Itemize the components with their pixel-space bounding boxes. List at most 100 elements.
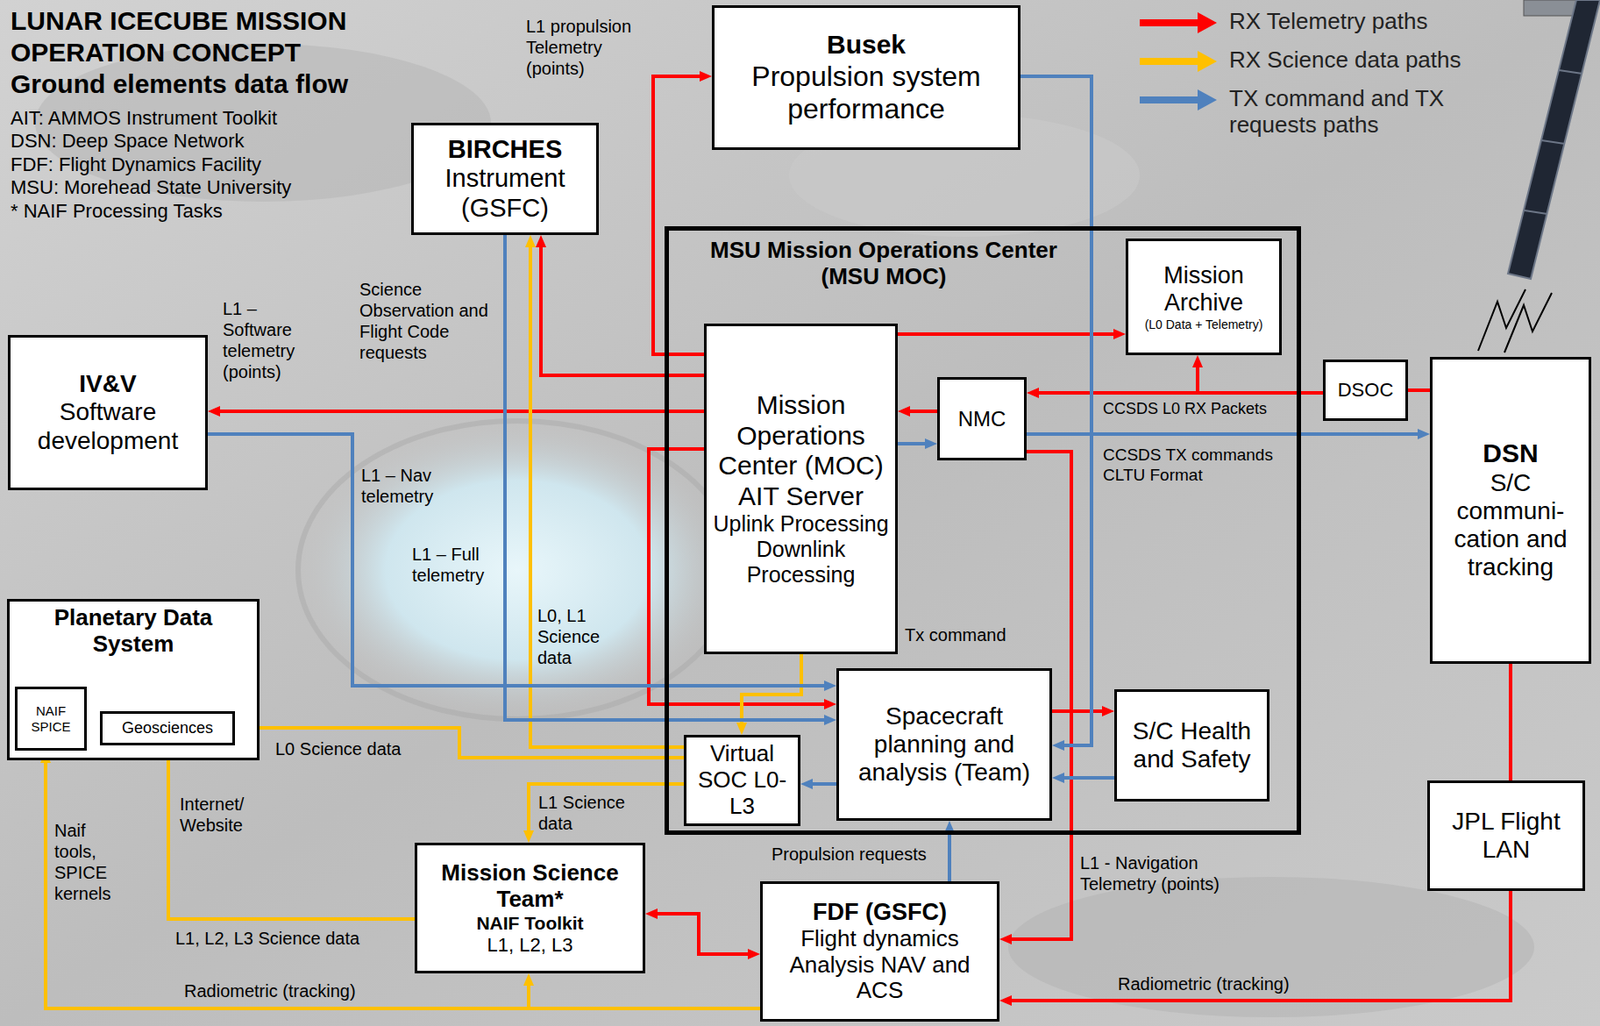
process-box: Mission Archive(L0 Data + Telemetry) xyxy=(1125,238,1282,356)
group-box: Planetary Data SystemNAIF SPICE Geoscienc… xyxy=(7,598,260,761)
command-path xyxy=(897,441,931,446)
node-title: MSU Mission Operations Center (MSU MOC) xyxy=(686,237,1081,291)
legend-row: TX command and TX requests paths xyxy=(1137,85,1493,139)
telemetry-path xyxy=(1197,362,1323,393)
connector-label: Radiometric (tracking) xyxy=(184,980,413,1002)
process-box: S/C Health and Safety xyxy=(1114,689,1270,802)
science-data-path xyxy=(168,752,415,919)
connector-label: Propulsion requests xyxy=(771,843,943,865)
telemetry-path xyxy=(1006,890,1511,1001)
connector-label: L0 Science data xyxy=(275,738,451,760)
science-data-path xyxy=(528,783,684,836)
node-text: Uplink Processing Downlink Processing xyxy=(711,511,890,587)
node-title: BIRCHES xyxy=(448,135,563,164)
science-data-path xyxy=(741,654,802,728)
crater xyxy=(1008,876,1535,1017)
process-box: BIRCHESInstrument (GSFC) xyxy=(411,122,599,235)
node-title: DSN xyxy=(1482,438,1538,470)
node-title: Mission Operations Center (MOC) xyxy=(711,390,890,482)
telemetry-path xyxy=(653,76,705,355)
node-text: Propulsion system performance xyxy=(719,60,1013,126)
diagram-subtitle: Ground elements data flow xyxy=(10,68,423,100)
legend-swatch xyxy=(1137,11,1219,35)
science-data-path xyxy=(530,241,684,747)
node-title: NMC xyxy=(958,406,1007,432)
connector-label: Science Observation and Flight Code requ… xyxy=(359,278,500,363)
node-title: Planetary Data System xyxy=(14,604,252,658)
node-text: (L0 Data + Telemetry) xyxy=(1144,317,1264,332)
process-box: Spacecraft planning and analysis (Team) xyxy=(836,668,1053,821)
annotation-label: L1 – Full telemetry xyxy=(412,543,500,586)
science-data-path xyxy=(45,757,761,1009)
ice-crater xyxy=(298,420,737,719)
telemetry-path xyxy=(1052,709,1108,713)
annotation-label: Internet/ Website xyxy=(179,793,268,836)
abbreviation-note: MSU: Morehead State University xyxy=(10,176,423,200)
connector-label: L1 propulsion Telemetry (points) xyxy=(526,15,649,79)
command-path xyxy=(1026,432,1423,436)
abbreviation-note: DSN: Deep Space Network xyxy=(10,129,423,153)
panel-grid xyxy=(1541,140,1565,144)
process-box: JPL Flight LAN xyxy=(1427,780,1586,891)
title-block: LUNAR ICECUBE MISSION OPERATION CONCEPTG… xyxy=(10,5,423,223)
legend-swatch-head xyxy=(1197,89,1217,111)
node-text: AIT Server xyxy=(738,481,864,512)
node-title: Mission Science Team* xyxy=(422,860,638,913)
process-box: IV&VSoftware development xyxy=(7,334,208,491)
node-title: Mission Archive xyxy=(1133,262,1274,317)
process-box: Virtual SOC L0-L3 xyxy=(683,734,801,826)
abbreviation-note: FDF: Flight Dynamics Facility xyxy=(10,153,423,177)
process-box: FDF (GSFC)Flight dynamics Analysis NAV a… xyxy=(760,881,1000,1022)
node-title: Spacecraft planning and analysis (Team) xyxy=(844,702,1045,788)
legend-swatch xyxy=(1137,49,1219,73)
annotation-label: Naif tools, SPICE kernels xyxy=(54,819,129,904)
legend-text: TX command and TX requests paths xyxy=(1229,85,1493,139)
legend-text: RX Science data paths xyxy=(1229,47,1493,74)
legend-row: RX Telemetry paths xyxy=(1137,8,1493,36)
node-text: L1, L2, L3 xyxy=(487,933,574,956)
node-title: Busek xyxy=(826,29,906,61)
node-text: Flight dynamics Analysis NAV and ACS xyxy=(768,925,992,1005)
legend: RX Telemetry paths RX Science data pathsT… xyxy=(1137,8,1493,151)
node-title: Geosciences xyxy=(121,718,214,738)
telemetry-path xyxy=(897,332,1119,336)
process-box: NAIF SPICE xyxy=(14,686,87,751)
telemetry-path xyxy=(1408,388,1430,392)
node-title: JPL Flight LAN xyxy=(1435,807,1578,864)
connector-label: L1 – Software telemetry (points) xyxy=(222,298,324,383)
process-box: DSOC xyxy=(1322,359,1408,421)
panel-grid xyxy=(1558,70,1583,74)
telemetry-path xyxy=(214,409,704,413)
node-title: IV&V xyxy=(78,369,136,399)
connector-label: L1, L2, L3 Science data xyxy=(175,927,404,949)
solar-panel xyxy=(1507,0,1600,279)
command-path xyxy=(1020,76,1092,746)
annotation-label: Tx command xyxy=(904,624,1037,646)
node-title: NAIF SPICE xyxy=(19,703,83,734)
process-box: Mission Operations Center (MOC)AIT Serve… xyxy=(704,323,898,655)
process-box: BusekPropulsion system performance xyxy=(711,5,1021,150)
node-title: S/C Health and Safety xyxy=(1122,717,1262,774)
command-path xyxy=(807,782,837,786)
telemetry-path xyxy=(540,241,704,376)
connector-label: CCSDS TX commands CLTU Format xyxy=(1102,445,1292,486)
panel-grid xyxy=(1524,210,1548,214)
node-text: Instrument (GSFC) xyxy=(419,163,591,223)
command-path xyxy=(947,827,952,882)
abbreviation-note: AIT: AMMOS Instrument Toolkit xyxy=(10,106,423,130)
radio-zigzag xyxy=(1504,292,1552,353)
legend-swatch-head xyxy=(1197,12,1217,34)
connector-label: L0, L1 Science data xyxy=(537,604,617,669)
process-box: NMC xyxy=(937,376,1027,461)
abbreviation-note: * NAIF Processing Tasks xyxy=(10,199,423,223)
node-text: S/C communi-cation and tracking xyxy=(1437,469,1584,583)
science-data-path xyxy=(528,980,761,1009)
crater-rim xyxy=(298,420,737,719)
telemetry-path xyxy=(904,409,938,413)
connector-label: L1 Science data xyxy=(538,791,644,834)
node-title: Virtual SOC L0-L3 xyxy=(691,740,793,820)
telemetry-path xyxy=(652,913,754,954)
connector-label: Radiometric (tracking) xyxy=(1117,973,1346,995)
